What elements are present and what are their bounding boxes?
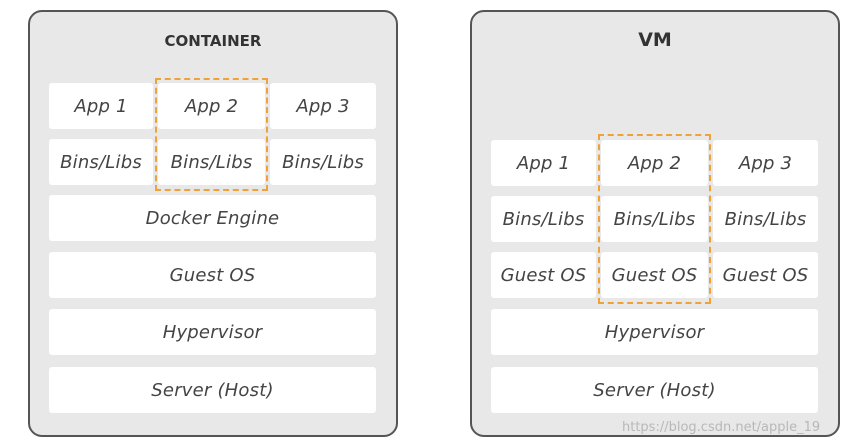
container-server-host: Server (Host) xyxy=(49,367,376,413)
vm-bins-1: Bins/Libs xyxy=(491,196,596,242)
vm-guest-os-3: Guest OS xyxy=(713,252,818,298)
container-guest-os: Guest OS xyxy=(49,252,376,298)
vm-title: VM xyxy=(638,29,672,51)
container-hypervisor: Hypervisor xyxy=(49,309,376,355)
container-bins-2: Bins/Libs xyxy=(158,139,265,185)
container-bins-3: Bins/Libs xyxy=(270,139,376,185)
container-app-2: App 2 xyxy=(158,83,265,129)
vm-guest-os-1: Guest OS xyxy=(491,252,596,298)
container-bins-1: Bins/Libs xyxy=(49,139,153,185)
vm-bins-3: Bins/Libs xyxy=(713,196,818,242)
watermark-text: https://blog.csdn.net/apple_19 xyxy=(622,420,821,435)
vm-app-3: App 3 xyxy=(713,140,818,186)
vm-app-1: App 1 xyxy=(491,140,596,186)
vm-hypervisor: Hypervisor xyxy=(491,309,818,355)
container-app-3: App 3 xyxy=(270,83,376,129)
vm-app-2: App 2 xyxy=(601,140,708,186)
vm-server-host: Server (Host) xyxy=(491,367,818,413)
vm-guest-os-2: Guest OS xyxy=(601,252,708,298)
vm-bins-2: Bins/Libs xyxy=(601,196,708,242)
container-app-1: App 1 xyxy=(49,83,153,129)
container-docker-engine: Docker Engine xyxy=(49,195,376,241)
container-title: CONTAINER xyxy=(164,32,262,50)
